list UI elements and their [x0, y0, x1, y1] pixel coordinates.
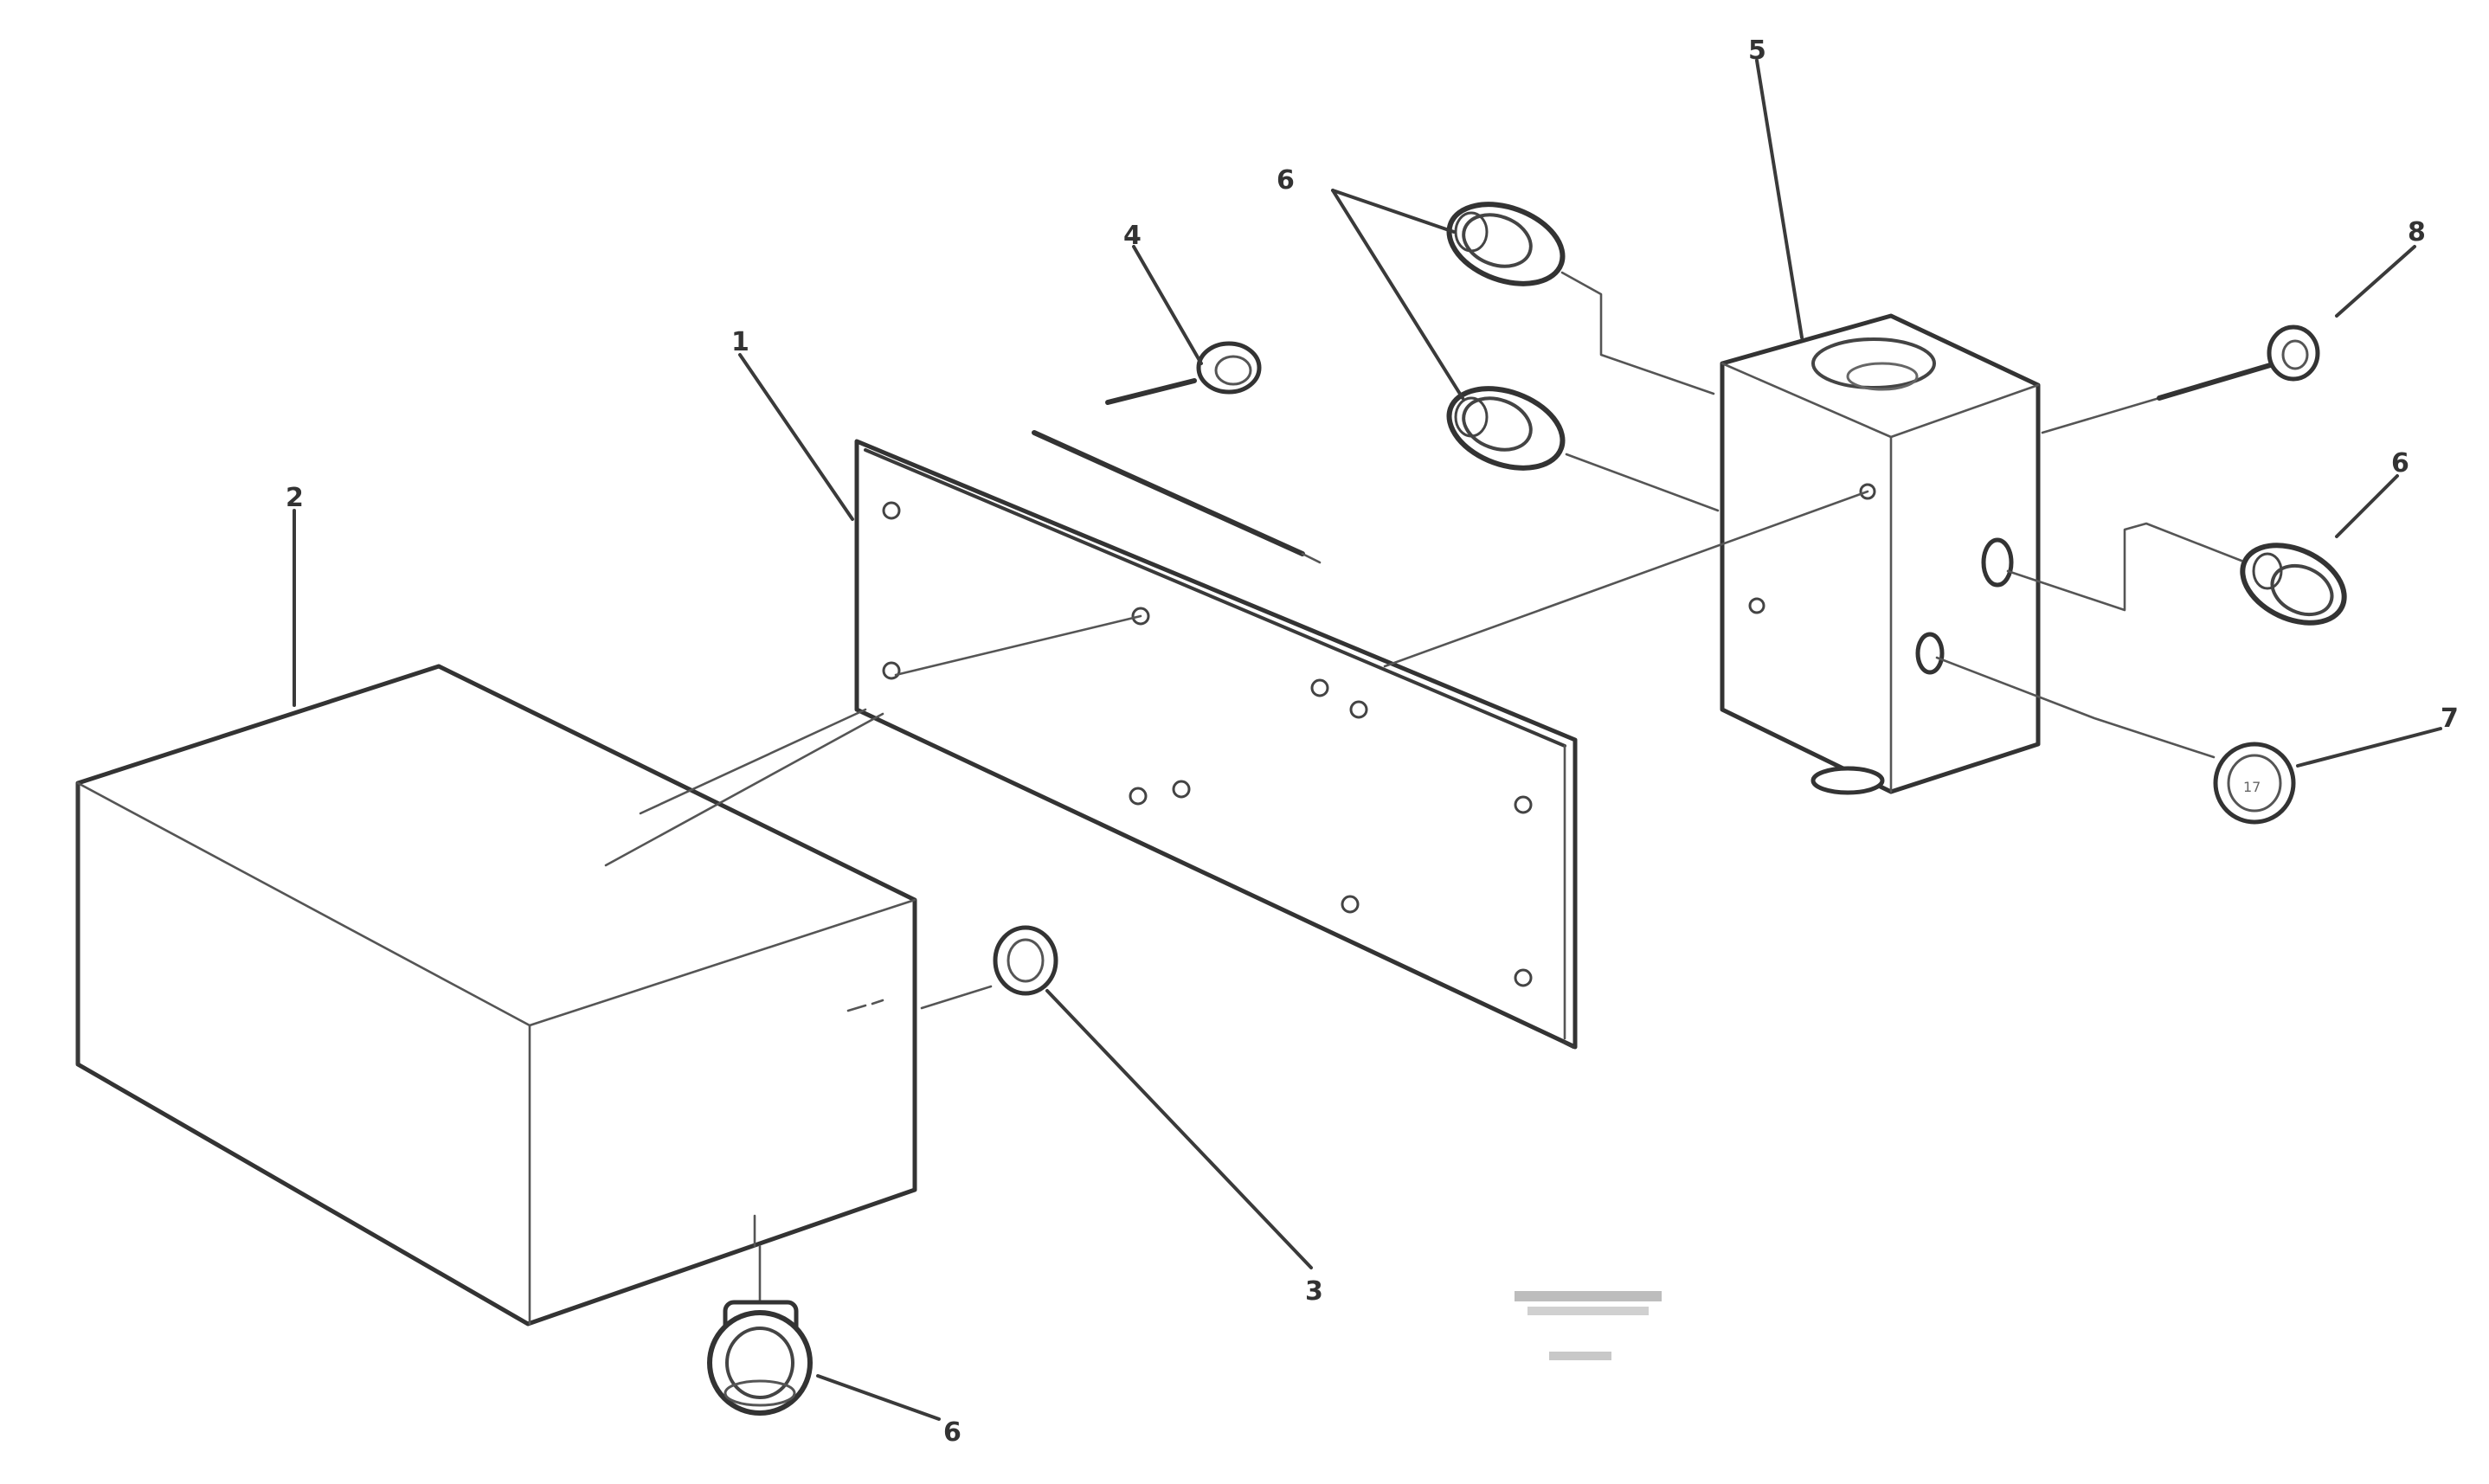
- plug: 17: [1935, 656, 2296, 825]
- label-valve-screw: 8: [2408, 217, 2426, 247]
- leader-lines: [293, 59, 2442, 1421]
- label-drain-fitting: 6: [943, 1417, 962, 1448]
- reference-stamp-bar: [1515, 1291, 1662, 1301]
- bracket-screw: [1032, 341, 1322, 564]
- label-valve-block: 5: [1748, 35, 1766, 66]
- label-tank-nut: 3: [1305, 1276, 1323, 1307]
- valve-block: [1720, 313, 2041, 795]
- label-right-fitting: 6: [2391, 448, 2409, 479]
- tank: [75, 664, 917, 1327]
- valve-screw: [2041, 324, 2320, 434]
- label-tank: 2: [286, 483, 304, 513]
- label-plate: 1: [731, 327, 749, 357]
- assembly-lines: [604, 490, 1869, 867]
- reference-stamp-bar: [1527, 1307, 1649, 1315]
- hose-fitting-upper: [1446, 202, 1715, 395]
- reference-stamp-bar: [1549, 1352, 1611, 1360]
- drawing-reference: [1515, 1291, 1662, 1360]
- part-labels: 2 1 4 5 6 8 6 7 3 6: [286, 35, 2459, 1448]
- right-fitting: [2006, 522, 2347, 626]
- mounting-plate: [854, 439, 1578, 1050]
- tank-nut: [920, 925, 1058, 1010]
- drain-fitting: [707, 1244, 813, 1416]
- label-hose-fittings: 6: [1277, 165, 1295, 196]
- label-bracket-screw: 4: [1123, 221, 1142, 251]
- hose-fitting-lower: [1446, 386, 1720, 512]
- label-plug: 7: [2441, 703, 2459, 734]
- svg-text:17: 17: [2243, 779, 2261, 795]
